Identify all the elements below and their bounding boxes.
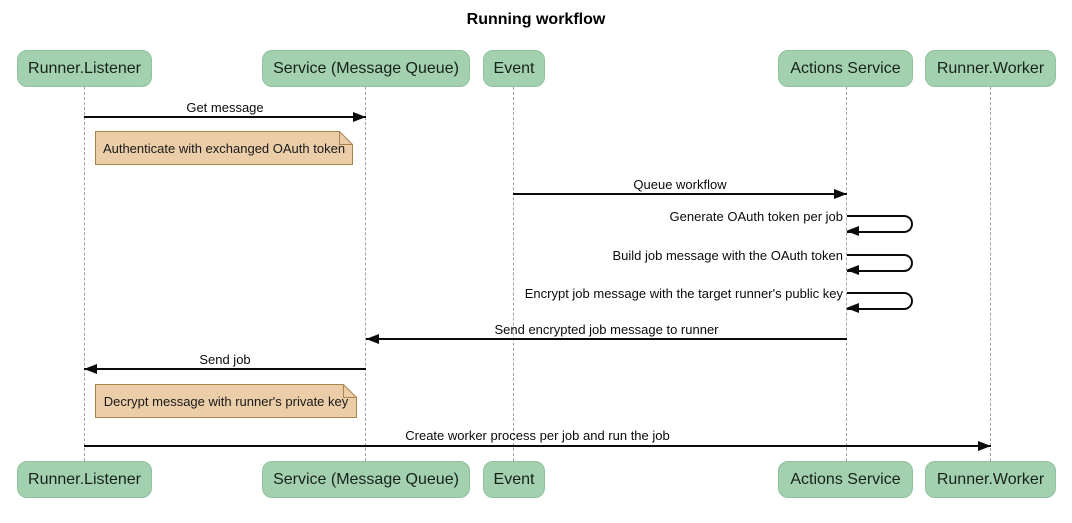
message-label-create-worker: Create worker process per job and run th… (405, 428, 670, 443)
actor-top-event: Event (483, 50, 545, 87)
note-shape (95, 384, 357, 418)
note-text: Decrypt message with runner's private ke… (103, 393, 349, 409)
arrowhead-left (846, 226, 859, 236)
lifeline-event (513, 87, 514, 461)
self-loop-encrypt-job-message (847, 292, 913, 310)
lifeline-runner-listener (84, 87, 85, 461)
arrowhead-right (978, 441, 991, 451)
message-line-send-job (84, 368, 366, 370)
actor-top-runner-listener: Runner.Listener (17, 50, 152, 87)
message-line-create-worker (84, 445, 991, 447)
arrowhead-right (834, 189, 847, 199)
note-shape (95, 131, 353, 165)
actor-bottom-runner-worker: Runner.Worker (925, 461, 1056, 498)
arrowhead-left (84, 364, 97, 374)
message-line-send-encrypted (366, 338, 847, 340)
self-loop-generate-oauth (847, 215, 913, 233)
actor-top-runner-worker: Runner.Worker (925, 50, 1056, 87)
message-label-generate-oauth: Generate OAuth token per job (669, 209, 843, 224)
message-line-queue-workflow (513, 193, 847, 195)
message-label-encrypt-job-message: Encrypt job message with the target runn… (524, 286, 843, 301)
note-text: Authenticate with exchanged OAuth token (102, 140, 346, 156)
message-label-build-job-message: Build job message with the OAuth token (612, 248, 843, 263)
message-label-get-message: Get message (186, 100, 264, 115)
message-line-get-message (84, 116, 366, 118)
arrowhead-right (353, 112, 366, 122)
actor-top-actions-service: Actions Service (778, 50, 913, 87)
diagram-title: Running workflow (466, 11, 606, 28)
actor-bottom-runner-listener: Runner.Listener (17, 461, 152, 498)
lifeline-service-message-queue (365, 87, 366, 461)
arrowhead-left (846, 303, 859, 313)
message-label-send-job: Send job (199, 352, 251, 367)
note-decrypt-message: Decrypt message with runner's private ke… (95, 384, 357, 418)
actor-bottom-service-message-queue: Service (Message Queue) (262, 461, 470, 498)
self-loop-build-job-message (847, 254, 913, 272)
message-label-send-encrypted: Send encrypted job message to runner (494, 322, 719, 337)
actor-top-service-message-queue: Service (Message Queue) (262, 50, 470, 87)
message-label-queue-workflow: Queue workflow (633, 177, 727, 192)
arrowhead-left (846, 265, 859, 275)
actor-bottom-event: Event (483, 461, 545, 498)
actor-bottom-actions-service: Actions Service (778, 461, 913, 498)
note-authenticate-oauth: Authenticate with exchanged OAuth token (95, 131, 353, 165)
arrowhead-left (366, 334, 379, 344)
lifeline-runner-worker (990, 87, 991, 461)
